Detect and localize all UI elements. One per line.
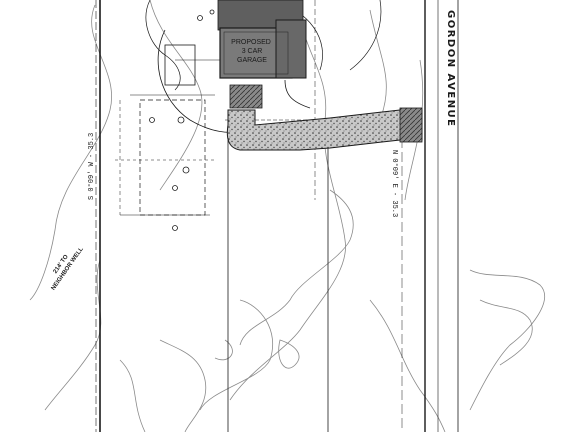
garage-footprint xyxy=(217,0,307,79)
garage-label-line3: GARAGE xyxy=(237,57,267,64)
garage-label: PROPOSED 3 CAR GARAGE xyxy=(231,39,271,64)
street-name: GORDON AVENUE xyxy=(445,10,456,128)
bearing-left: S 0°09' W - 35.3 xyxy=(87,133,96,200)
garage-label-line2: 3 CAR xyxy=(242,48,263,55)
driveway xyxy=(226,107,423,151)
bearing-right: N 0°09' E - 35.3 xyxy=(390,150,399,217)
neighbor-well-note: 214' TO NEIGHBOR WELL xyxy=(51,246,85,291)
apron xyxy=(229,79,311,109)
garage-label-line1: PROPOSED xyxy=(231,39,271,46)
